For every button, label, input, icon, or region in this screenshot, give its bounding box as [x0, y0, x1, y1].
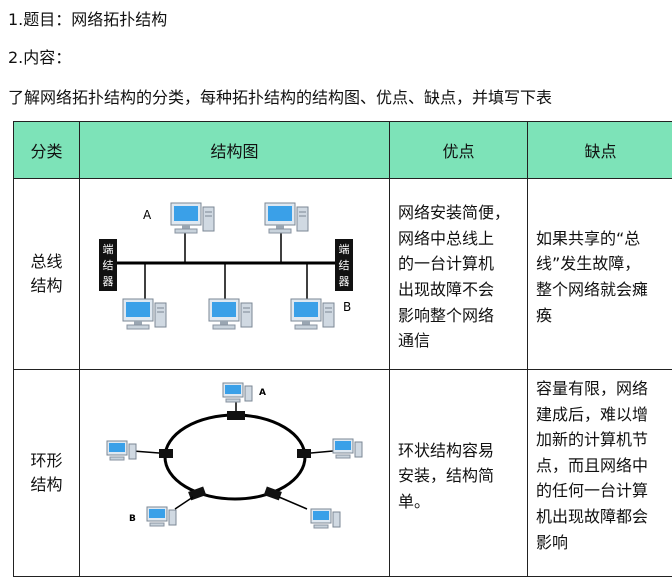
cons-line: 加新的计算机节: [536, 427, 665, 453]
terminator-char: 端: [102, 243, 113, 256]
terminator-char: 器: [338, 275, 349, 288]
pros-line: 的一台计算机: [398, 251, 519, 277]
terminator-char: 端: [338, 243, 349, 256]
bus-topology-diagram: A B 端 结 器 端 结 器: [85, 187, 385, 357]
ring-node-icon: [159, 449, 173, 458]
pros-line: 通信: [398, 328, 519, 354]
header-diagram: 结构图: [80, 122, 390, 179]
node-label-b: B: [129, 514, 136, 524]
computer-icon: [223, 383, 252, 402]
ring-cable: [165, 415, 305, 499]
terminator-icon: 端 结 器: [335, 239, 353, 291]
pros-line: 单。: [398, 489, 519, 515]
node-label-a: A: [259, 388, 266, 398]
category-label: 结构: [14, 473, 79, 497]
instruction-text: 了解网络拓扑结构的分类，每种拓扑结构的结构图、优点、缺点，并填写下表: [8, 84, 552, 108]
content-label: 2.内容：: [8, 44, 71, 68]
bus-category-cell: 总线 结构: [14, 179, 80, 370]
computer-icon: [209, 299, 252, 329]
ring-node-icon: [227, 411, 245, 420]
cons-line: 的任何一台计算: [536, 478, 665, 504]
cons-line: 痪: [536, 303, 665, 329]
category-label: 结构: [14, 274, 79, 298]
terminator-char: 结: [102, 259, 113, 272]
topology-table: 分类 结构图 优点 缺点 总线 结构: [13, 121, 672, 577]
bus-diagram-cell: A B 端 结 器 端 结 器: [80, 179, 390, 370]
computer-icon: [265, 203, 308, 233]
computer-icon: [171, 203, 214, 233]
ring-node-icon: [297, 449, 311, 458]
cons-line: 线”发生故障，: [536, 251, 665, 277]
bus-pros-cell: 网络安装简便， 网络中总线上 的一台计算机 出现故障不会 影响整个网络 通信: [390, 179, 528, 370]
computer-icon: [291, 299, 334, 329]
pros-line: 网络中总线上: [398, 226, 519, 252]
category-label: 总线: [14, 250, 79, 274]
computer-icon: [147, 507, 176, 526]
cons-line: 机出现故障都会: [536, 504, 665, 530]
terminator-char: 器: [102, 275, 113, 288]
assignment-title: 1.题目：网络拓扑结构: [8, 6, 167, 30]
computer-icon: [333, 439, 362, 458]
cons-line: 容量有限，网络: [536, 376, 665, 402]
terminator-char: 结: [338, 259, 349, 272]
ring-cons-cell: 容量有限，网络 建成后，难以增 加新的计算机节 点，而且网络中 的任何一台计算 …: [528, 370, 672, 577]
table-row-bus: 总线 结构: [14, 179, 672, 370]
pros-line: 安装，结构简: [398, 463, 519, 489]
cons-line: 建成后，难以增: [536, 402, 665, 428]
node-label-a: A: [143, 208, 152, 222]
pros-line: 出现故障不会: [398, 277, 519, 303]
computer-icon: [123, 299, 166, 329]
node-label-b: B: [343, 300, 351, 314]
cons-line: 如果共享的“总: [536, 226, 665, 252]
pros-line: 环状结构容易: [398, 438, 519, 464]
computer-icon: [311, 509, 340, 528]
header-category: 分类: [14, 122, 80, 179]
header-cons: 缺点: [528, 122, 672, 179]
pros-line: 网络安装简便，: [398, 200, 519, 226]
ring-pros-cell: 环状结构容易 安装，结构简 单。: [390, 370, 528, 577]
pros-line: 影响整个网络: [398, 303, 519, 329]
ring-diagram-cell: A B: [80, 370, 390, 577]
cons-line: 整个网络就会瘫: [536, 277, 665, 303]
table-header-row: 分类 结构图 优点 缺点: [14, 122, 672, 179]
header-pros: 优点: [390, 122, 528, 179]
ring-topology-diagram: A B: [85, 381, 385, 561]
terminator-icon: 端 结 器: [99, 239, 117, 291]
ring-category-cell: 环形 结构: [14, 370, 80, 577]
category-label: 环形: [14, 449, 79, 473]
cons-line: 影响: [536, 530, 665, 556]
bus-cons-cell: 如果共享的“总 线”发生故障， 整个网络就会瘫 痪: [528, 179, 672, 370]
cons-line: 点，而且网络中: [536, 453, 665, 479]
table-row-ring: 环形 结构: [14, 370, 672, 577]
computer-icon: [107, 441, 136, 460]
